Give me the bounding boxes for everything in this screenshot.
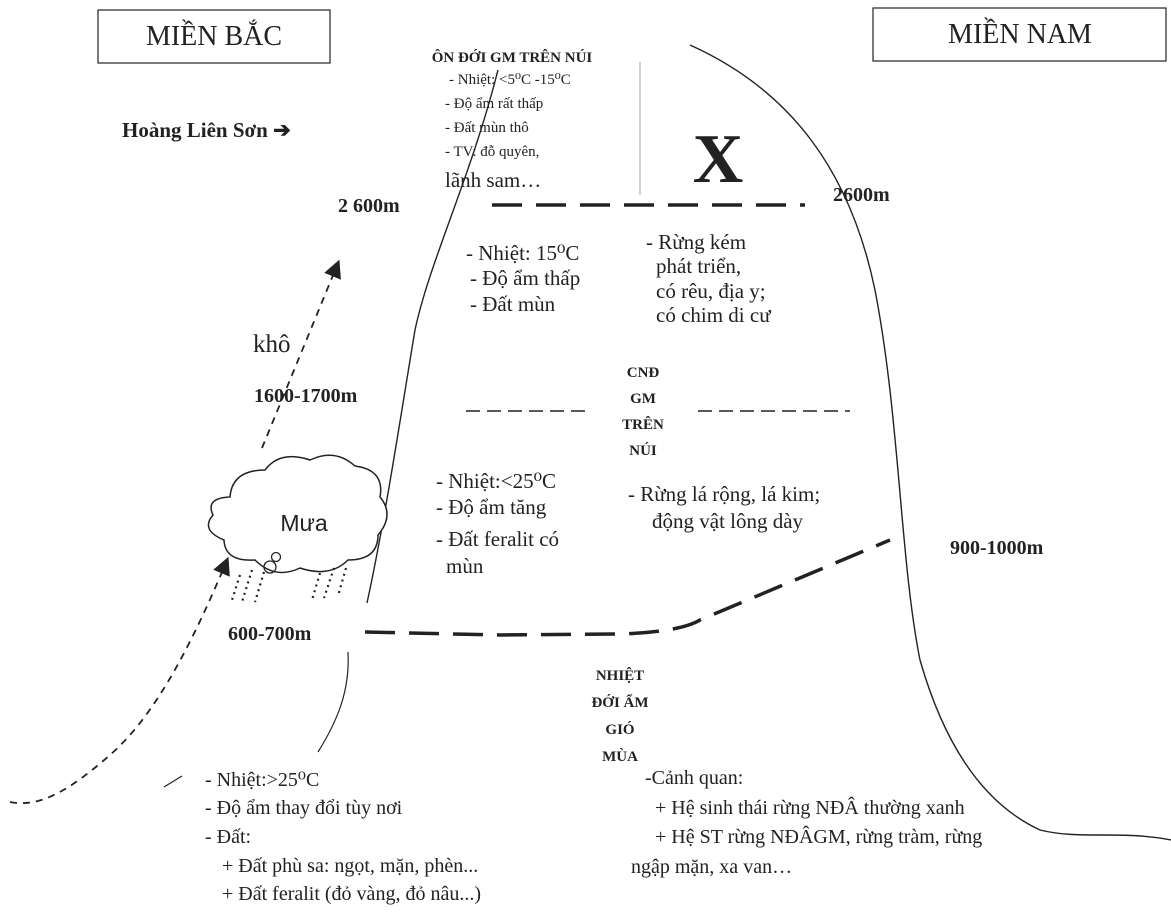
altitude-north-low: 600-700m	[228, 623, 312, 645]
middle-biota-line: động vật lông dày	[652, 509, 804, 533]
north-region-box: MIỀN BẮC	[97, 9, 331, 64]
boundary-low	[364, 538, 891, 637]
upper-biota-line: phát triển,	[656, 254, 741, 278]
bottom-landscape-line: + Hệ sinh thái rừng NĐÂ thường xanh	[655, 796, 965, 819]
middle-title-line: GM	[630, 391, 656, 407]
bottom-landscape-line: -Cảnh quan:	[645, 767, 743, 789]
altitude-north-mid: 1600-1700m	[254, 385, 358, 407]
middle-climate-line: - Độ ẩm tăng	[436, 495, 547, 519]
altitude-north-top: 2 600m	[338, 195, 400, 217]
middle-zone-climate: - Nhiệt:<25⁰C - Độ ẩm tăng - Đất feralit…	[436, 469, 559, 578]
upper-biota-line: - Rừng kém	[646, 230, 746, 254]
north-region-label: MIỀN BẮC	[146, 20, 282, 52]
upper-subzone-climate: - Nhiệt: 15⁰C - Độ ẩm thấp - Đất mùn	[466, 241, 580, 316]
south-region-label: MIỀN NAM	[948, 18, 1092, 50]
bottom-climate-line: - Độ ẩm thay đổi tùy nơi	[205, 797, 403, 819]
dry-label: khô	[253, 331, 291, 358]
upper-climate-line: - Đất mùn	[470, 292, 556, 316]
altitude-south-low: 900-1000m	[950, 537, 1044, 559]
south-region-box: MIỀN NAM	[872, 7, 1167, 62]
bottom-climate-line: + Đất feralit (đỏ vàng, đỏ nâu...)	[222, 883, 481, 905]
top-zone-marker: X	[693, 121, 744, 198]
bottom-title-line: GIÓ	[605, 721, 634, 738]
top-zone-notes: - Nhiệt: <5⁰C -15⁰C - Độ ẩm rất thấp - Đ…	[445, 72, 571, 192]
top-zone-line: lãnh sam…	[445, 168, 541, 192]
upper-biota-line: có rêu, địa y;	[656, 279, 766, 303]
bottom-climate-line: - Đất:	[205, 826, 251, 848]
bottom-zone-landscape: -Cảnh quan: + Hệ sinh thái rừng NĐÂ thườ…	[631, 767, 982, 878]
bottom-title-line: NHIỆT	[596, 667, 644, 684]
dry-wind-arrow	[261, 259, 341, 449]
middle-title-line: NÚI	[629, 442, 657, 459]
foot-tick	[163, 775, 183, 788]
rain-dots	[230, 567, 348, 603]
upper-climate-line: - Độ ẩm thấp	[470, 266, 580, 290]
top-zone-line: - Đất mùn thô	[445, 120, 529, 136]
altitude-south-top: 2600m	[833, 184, 890, 206]
bottom-landscape-line: + Hệ ST rừng NĐÂGM, rừng tràm, rừng	[655, 825, 982, 848]
rain-cloud-icon: Mưa	[207, 454, 388, 574]
top-zone-line: - TV: đỗ quyên,	[445, 144, 539, 160]
upper-biota-line: có chim di cư	[656, 303, 771, 327]
middle-title-line: CNĐ	[627, 365, 660, 381]
bottom-zone-climate: - Nhiệt:>25⁰C - Độ ẩm thay đổi tùy nơi -…	[205, 769, 481, 905]
bottom-title-line: ĐỚI ẨM	[591, 693, 648, 711]
moist-wind-arrow	[9, 556, 230, 804]
top-zone-line: - Độ ẩm rất thấp	[445, 96, 543, 112]
top-zone-line: - Nhiệt: <5⁰C -15⁰C	[449, 72, 571, 88]
top-zone-title: ÔN ĐỚI GM TRÊN NÚI	[432, 49, 593, 66]
bottom-climate-line: - Nhiệt:>25⁰C	[205, 769, 319, 791]
middle-climate-line: - Đất feralit có	[436, 527, 559, 551]
middle-zone-title: CNĐ GM TRÊN NÚI	[622, 365, 664, 459]
middle-title-line: TRÊN	[622, 416, 664, 433]
middle-zone-biota: - Rừng lá rộng, lá kim; động vật lông dà…	[628, 482, 820, 533]
mountain-name-label: Hoàng Liên Sơn ➔	[122, 118, 291, 142]
bottom-zone-title: NHIỆT ĐỚI ẨM GIÓ MÙA	[591, 667, 648, 765]
bottom-climate-line: + Đất phù sa: ngọt, mặn, phèn...	[222, 855, 478, 877]
upper-subzone-biota: - Rừng kém phát triển, có rêu, địa y; có…	[646, 230, 771, 327]
bottom-title-line: MÙA	[602, 748, 638, 765]
middle-biota-line: - Rừng lá rộng, lá kim;	[628, 482, 820, 506]
rain-label: Mưa	[280, 510, 328, 536]
middle-climate-line: - Nhiệt:<25⁰C	[436, 469, 556, 493]
upper-climate-line: - Nhiệt: 15⁰C	[466, 241, 579, 265]
mountain-south-slope	[689, 44, 1171, 841]
bottom-landscape-line: ngập mặn, xa van…	[631, 856, 792, 878]
middle-climate-line: mùn	[446, 554, 484, 578]
mountain-north-foot	[317, 651, 349, 753]
